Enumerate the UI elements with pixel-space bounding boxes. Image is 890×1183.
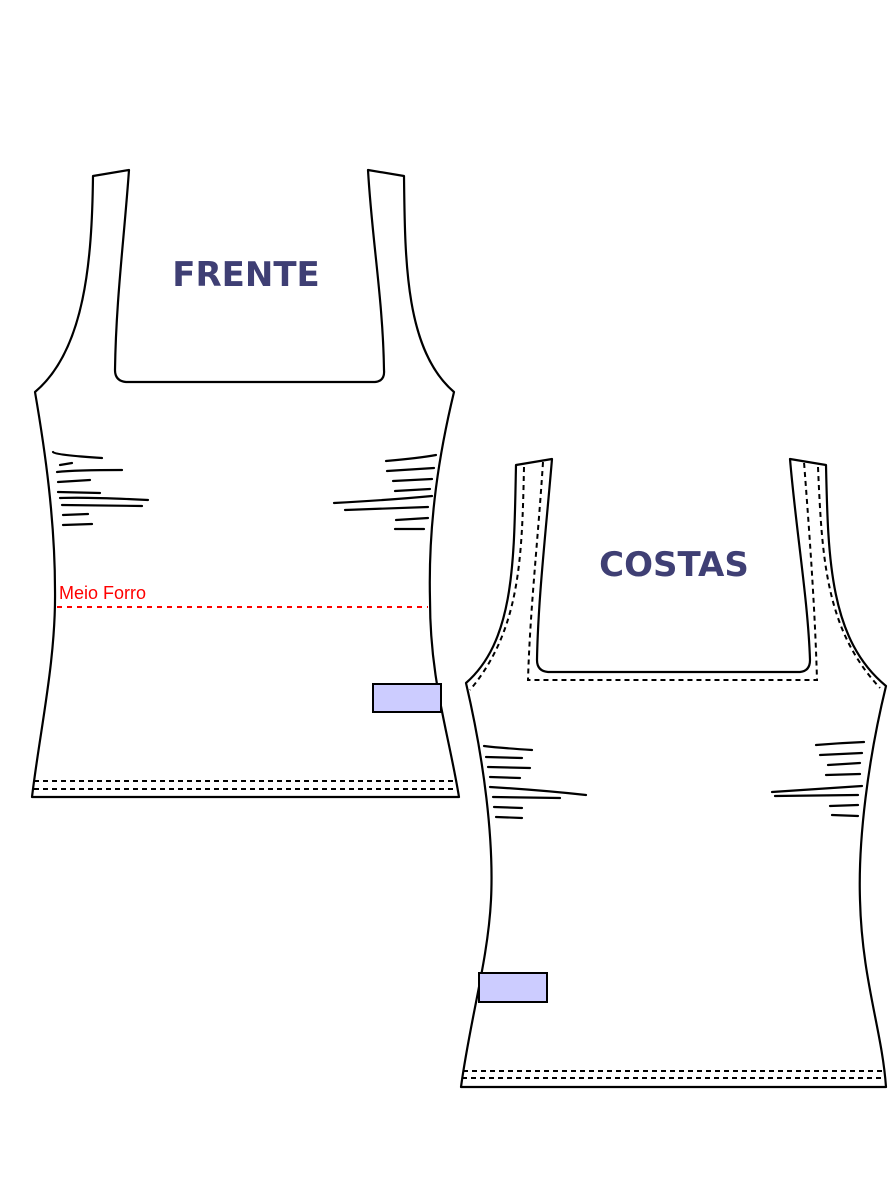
front-view: Meio Forro FRENTE	[30, 168, 461, 799]
front-label: FRENTE	[172, 255, 320, 295]
back-right-gathers	[770, 740, 866, 818]
back-label: COSTAS	[599, 545, 749, 585]
front-body-outline	[30, 168, 461, 799]
back-body-outline	[459, 457, 888, 1089]
back-view: COSTAS	[459, 457, 888, 1089]
back-hem-stitch	[462, 1070, 885, 1079]
back-care-tag	[478, 972, 548, 1003]
front-left-gathers	[51, 450, 150, 527]
back-neckline-stitch	[469, 461, 881, 691]
front-hem-stitch	[34, 780, 457, 790]
front-right-gathers	[332, 453, 438, 531]
back-left-gathers	[482, 744, 588, 820]
half-lining-label: Meio Forro	[59, 583, 146, 603]
front-care-tag	[372, 683, 442, 713]
